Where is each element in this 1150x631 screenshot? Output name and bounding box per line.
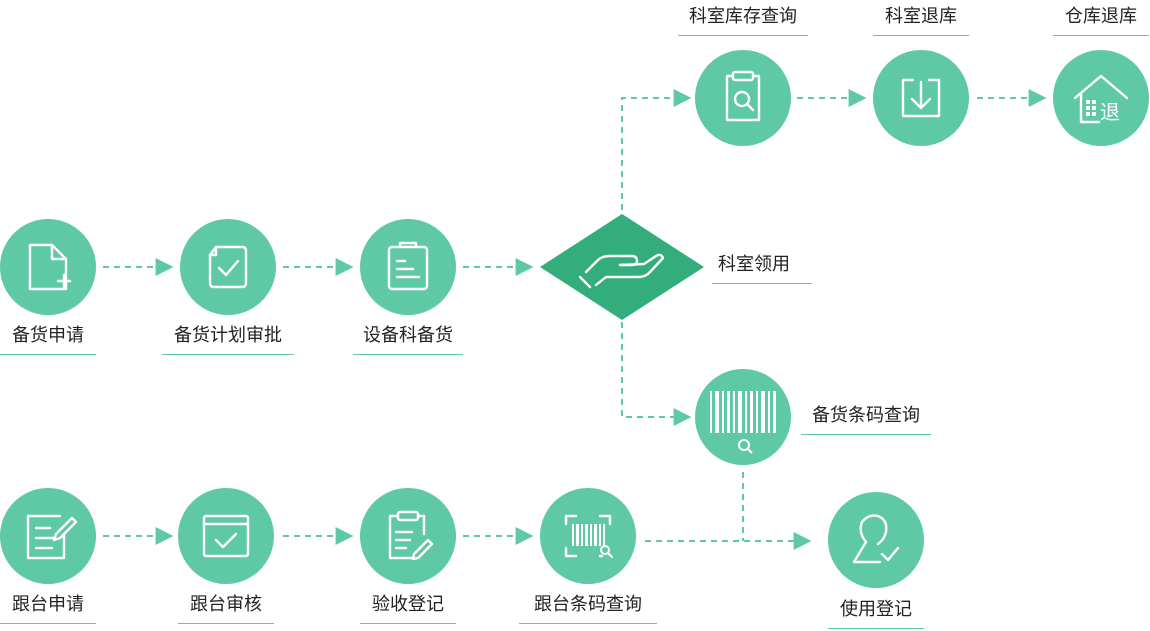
arrow-pickup-to-inventory-query (621, 89, 692, 210)
warehouse-return-icon: 退 (1073, 74, 1129, 124)
label-follow-barcode-query: 跟台条码查询 (519, 593, 657, 624)
node-dept-pickup[interactable] (540, 214, 704, 320)
node-equipment-stock[interactable] (360, 219, 456, 315)
arrow-pickup-to-barcode-query (621, 322, 692, 426)
barcode-frame-search-icon (564, 514, 613, 558)
clipboard-edit-icon (388, 510, 434, 561)
node-warehouse-return[interactable]: 退 (1053, 50, 1149, 146)
barcode-search-icon (710, 391, 776, 454)
file-check-icon (208, 245, 248, 289)
document-edit-icon (26, 514, 78, 560)
label-follow-apply: 跟台申请 (0, 593, 96, 624)
clipboard-search-icon (725, 70, 761, 122)
label-dept-inventory-query: 科室库存查询 (678, 5, 808, 36)
label-dept-pickup: 科室领用 (712, 253, 812, 284)
node-dept-inventory-query[interactable] (695, 50, 791, 146)
label-stock-barcode-query: 备货条码查询 (801, 404, 931, 435)
label-acceptance-register: 验收登记 (360, 593, 456, 624)
node-follow-review[interactable] (178, 488, 274, 584)
node-dept-return[interactable] (873, 50, 969, 146)
node-acceptance-register[interactable] (360, 488, 456, 584)
node-follow-apply[interactable] (0, 488, 96, 584)
node-stock-plan-approval[interactable] (180, 219, 276, 315)
node-usage-register[interactable] (828, 492, 924, 588)
hand-icon (578, 253, 665, 289)
label-stock-plan-approval: 备货计划审批 (162, 324, 294, 355)
label-warehouse-return: 仓库退库 (1053, 5, 1149, 36)
clipboard-list-icon (387, 241, 429, 291)
tray-arrow-down-icon (901, 78, 941, 118)
label-usage-register: 使用登记 (828, 598, 924, 629)
node-stock-barcode-query[interactable] (695, 369, 791, 465)
label-dept-return: 科室退库 (873, 5, 969, 36)
label-follow-review: 跟台审核 (178, 593, 274, 624)
user-check-icon (852, 514, 900, 564)
node-follow-barcode-query[interactable] (540, 488, 636, 584)
node-stock-apply[interactable] (0, 219, 96, 315)
label-stock-apply: 备货申请 (0, 324, 96, 355)
window-check-icon (202, 514, 250, 558)
label-equipment-stock: 设备科备货 (353, 324, 463, 355)
file-plus-icon (28, 243, 72, 291)
svg-text:退: 退 (1100, 100, 1120, 124)
